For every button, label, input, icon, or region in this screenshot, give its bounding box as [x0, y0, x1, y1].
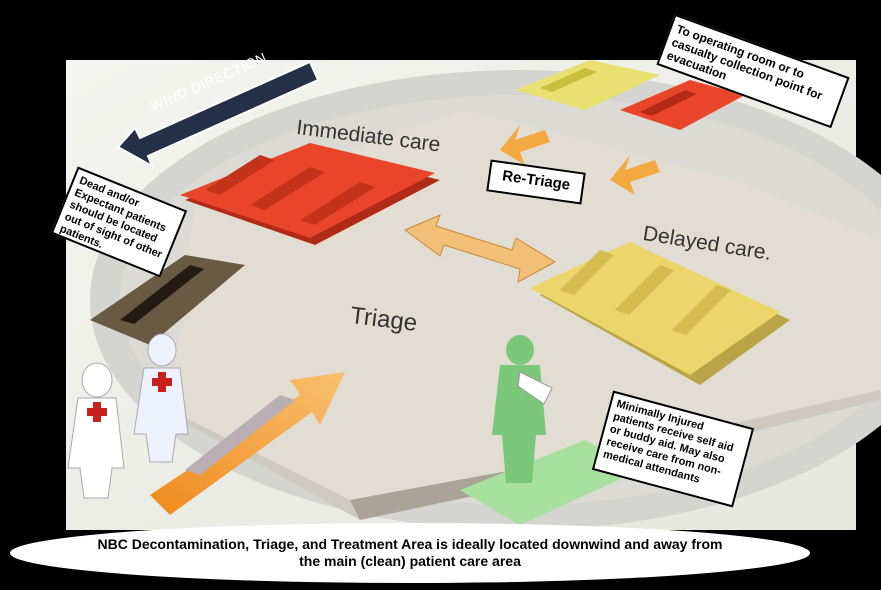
caption-banner: NBC Decontamination, Triage, and Treatme… — [10, 523, 810, 583]
minimal-figure-head — [506, 335, 534, 365]
caption-text: NBC Decontamination, Triage, and Treatme… — [90, 536, 730, 570]
